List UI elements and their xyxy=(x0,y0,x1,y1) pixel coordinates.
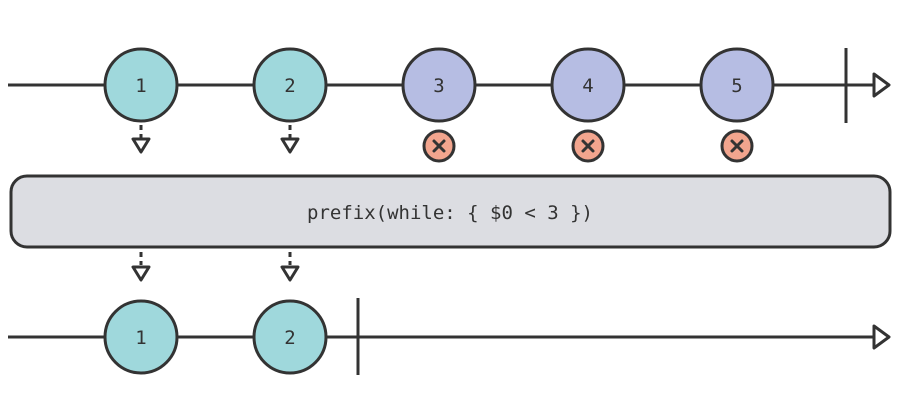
output-marble: 2 xyxy=(252,299,328,375)
output-marble-circle xyxy=(252,299,328,375)
input-marble: 4 xyxy=(550,47,626,163)
input-marble-circle xyxy=(103,47,179,123)
input-marble: 3 xyxy=(401,47,477,163)
x-icon xyxy=(422,129,456,163)
input-arrow-right-icon xyxy=(872,72,891,98)
input-marble-circle xyxy=(401,47,477,123)
input-marble: 2 xyxy=(252,47,328,154)
output-marble-label: 1 xyxy=(135,327,146,349)
output-arrows xyxy=(131,252,300,282)
input-marble: 5 xyxy=(699,47,775,163)
input-marble-label: 1 xyxy=(135,75,146,97)
x-icon xyxy=(571,129,605,163)
input-marble-label: 2 xyxy=(284,75,295,97)
input-marble-label: 5 xyxy=(731,75,742,97)
operator-box: prefix(while: { $0 < 3 }) xyxy=(9,174,892,249)
input-marble-circle xyxy=(252,47,328,123)
input-marble-circle xyxy=(699,47,775,123)
arrow-down-icon xyxy=(280,265,300,282)
arrow-down-icon xyxy=(131,137,151,154)
input-marbles: 1 2 3 4 5 xyxy=(103,47,775,163)
output-marble-label: 2 xyxy=(284,327,295,349)
output-marble: 1 xyxy=(103,299,179,375)
output-arrow-right-icon xyxy=(872,324,891,350)
input-marble-label: 3 xyxy=(433,75,444,97)
input-marble-label: 4 xyxy=(582,75,593,97)
output-marble-circle xyxy=(103,299,179,375)
input-marble: 1 xyxy=(103,47,179,154)
x-icon xyxy=(720,129,754,163)
operator-box-shape xyxy=(9,174,892,249)
arrow-down-icon xyxy=(131,265,151,282)
input-marble-circle xyxy=(550,47,626,123)
arrow-down-icon xyxy=(280,137,300,154)
operator-label: prefix(while: { $0 < 3 }) xyxy=(307,202,593,224)
